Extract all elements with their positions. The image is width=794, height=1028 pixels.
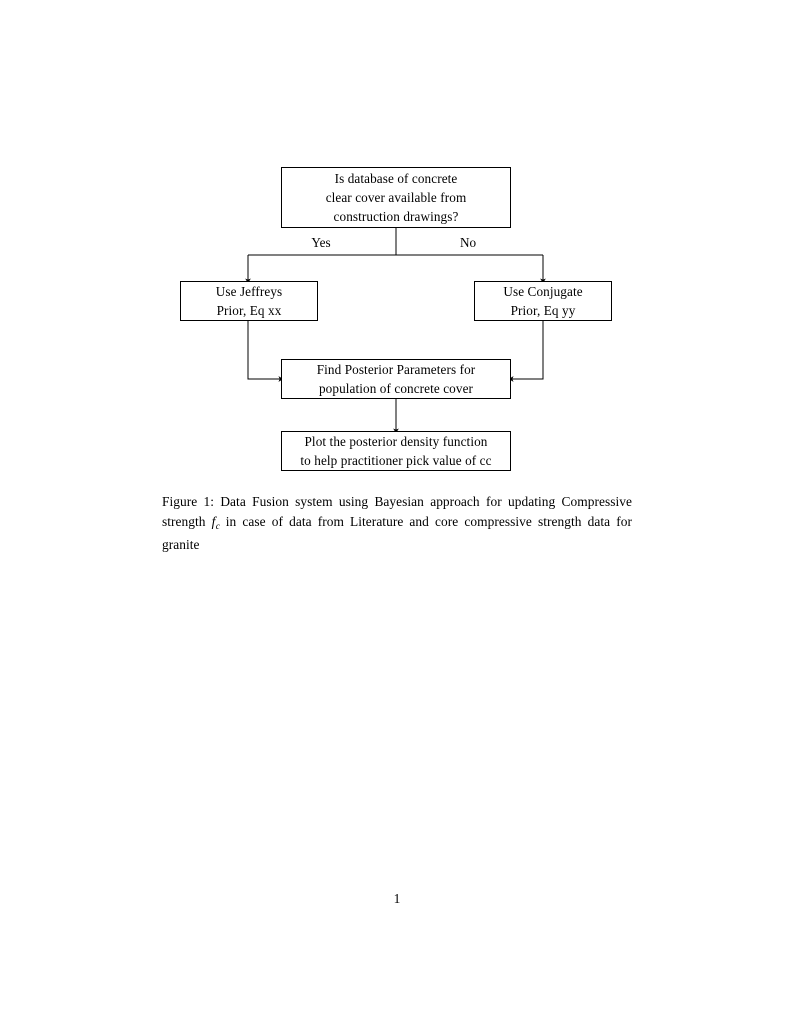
node-jeffreys-line-2: Prior, Eq xx bbox=[216, 303, 282, 318]
page-number: 1 bbox=[393, 891, 401, 906]
figure-caption: Figure 1: Data Fusion system using Bayes… bbox=[162, 492, 632, 555]
figure-caption-math-fc: fc bbox=[211, 514, 220, 532]
node-decision-line-2: clear cover available from bbox=[325, 190, 467, 205]
flowchart-node-jeffreys-prior[interactable]: Use Jeffreys Prior, Eq xx bbox=[180, 281, 318, 321]
node-posterior-line-1: Find Posterior Parameters for bbox=[316, 362, 476, 377]
node-jeffreys-line-1: Use Jeffreys bbox=[215, 284, 283, 299]
node-conjugate-line-2: Prior, Eq yy bbox=[510, 303, 576, 318]
node-posterior-line-2: population of concrete cover bbox=[318, 381, 474, 396]
flowchart-node-plot-posterior-density[interactable]: Plot the posterior density function to h… bbox=[281, 431, 511, 471]
flowchart-node-decision[interactable]: Is database of concrete clear cover avai… bbox=[281, 167, 511, 228]
flowchart-connectors bbox=[245, 228, 546, 434]
math-subscript-c: c bbox=[215, 521, 220, 532]
figure-caption-label: Figure 1: bbox=[162, 494, 215, 509]
flowchart-figure: Is database of concrete clear cover avai… bbox=[0, 0, 794, 490]
figure-caption-text-before: Data Fusion system using Bayesian approa… bbox=[162, 494, 632, 530]
node-decision-line-1: Is database of concrete bbox=[334, 171, 458, 186]
edge-label-yes: Yes bbox=[311, 235, 331, 250]
flowchart-node-conjugate-prior[interactable]: Use Conjugate Prior, Eq yy bbox=[474, 281, 612, 321]
edge-label-no: No bbox=[459, 235, 477, 250]
node-decision-line-3: construction drawings? bbox=[333, 209, 459, 224]
math-base-f: f bbox=[211, 514, 216, 530]
figure-caption-text-after: in case of data from Literature and core… bbox=[162, 514, 632, 552]
flowchart-node-find-posterior-parameters[interactable]: Find Posterior Parameters for population… bbox=[281, 359, 511, 399]
node-conjugate-line-1: Use Conjugate bbox=[503, 284, 583, 299]
node-plot-line-1: Plot the posterior density function bbox=[304, 434, 488, 449]
node-plot-line-2: to help practitioner pick value of cc bbox=[300, 453, 492, 468]
